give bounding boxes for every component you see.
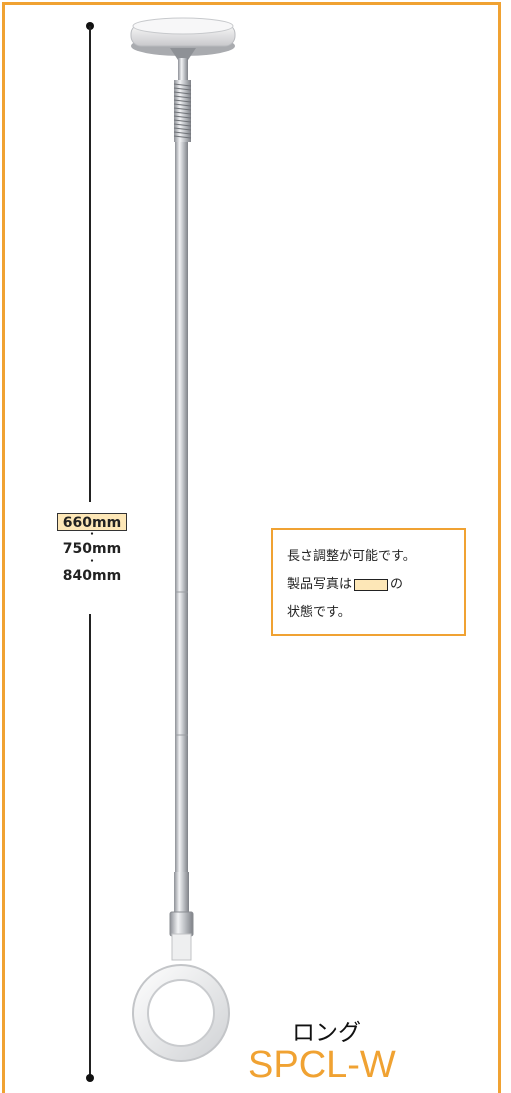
dimension-bottom-dot	[86, 1074, 94, 1082]
length-option-selected: 660mm	[57, 513, 127, 531]
ceiling-mount-icon	[130, 17, 236, 80]
length-options: 660mm ・ 750mm ・ 840mm	[57, 513, 127, 585]
length-separator: ・	[87, 557, 97, 567]
dimension-line-lower	[89, 614, 91, 1078]
note-line-3: 状態です。	[287, 605, 351, 620]
note-line-2-suffix: の	[390, 577, 404, 592]
length-option: 840mm	[62, 568, 122, 584]
ring-handle-icon	[132, 933, 230, 1062]
note-line-2-prefix: 製品写真は	[287, 577, 353, 592]
product-model-number: SPCL-W	[248, 1044, 396, 1086]
length-separator: ・	[87, 530, 97, 540]
note-line-2: 製品写真は の	[287, 571, 464, 599]
page-frame	[2, 2, 501, 1093]
product-type-label: ロング	[292, 1020, 361, 1046]
dimension-line-upper	[89, 26, 91, 502]
note-box: 長さ調整が可能です。 製品写真は の 状態です。	[271, 528, 466, 636]
rod-icon	[169, 80, 194, 937]
highlight-swatch-icon	[354, 578, 389, 591]
length-option: 750mm	[62, 541, 122, 557]
note-line-1: 長さ調整が可能です。	[287, 549, 416, 564]
